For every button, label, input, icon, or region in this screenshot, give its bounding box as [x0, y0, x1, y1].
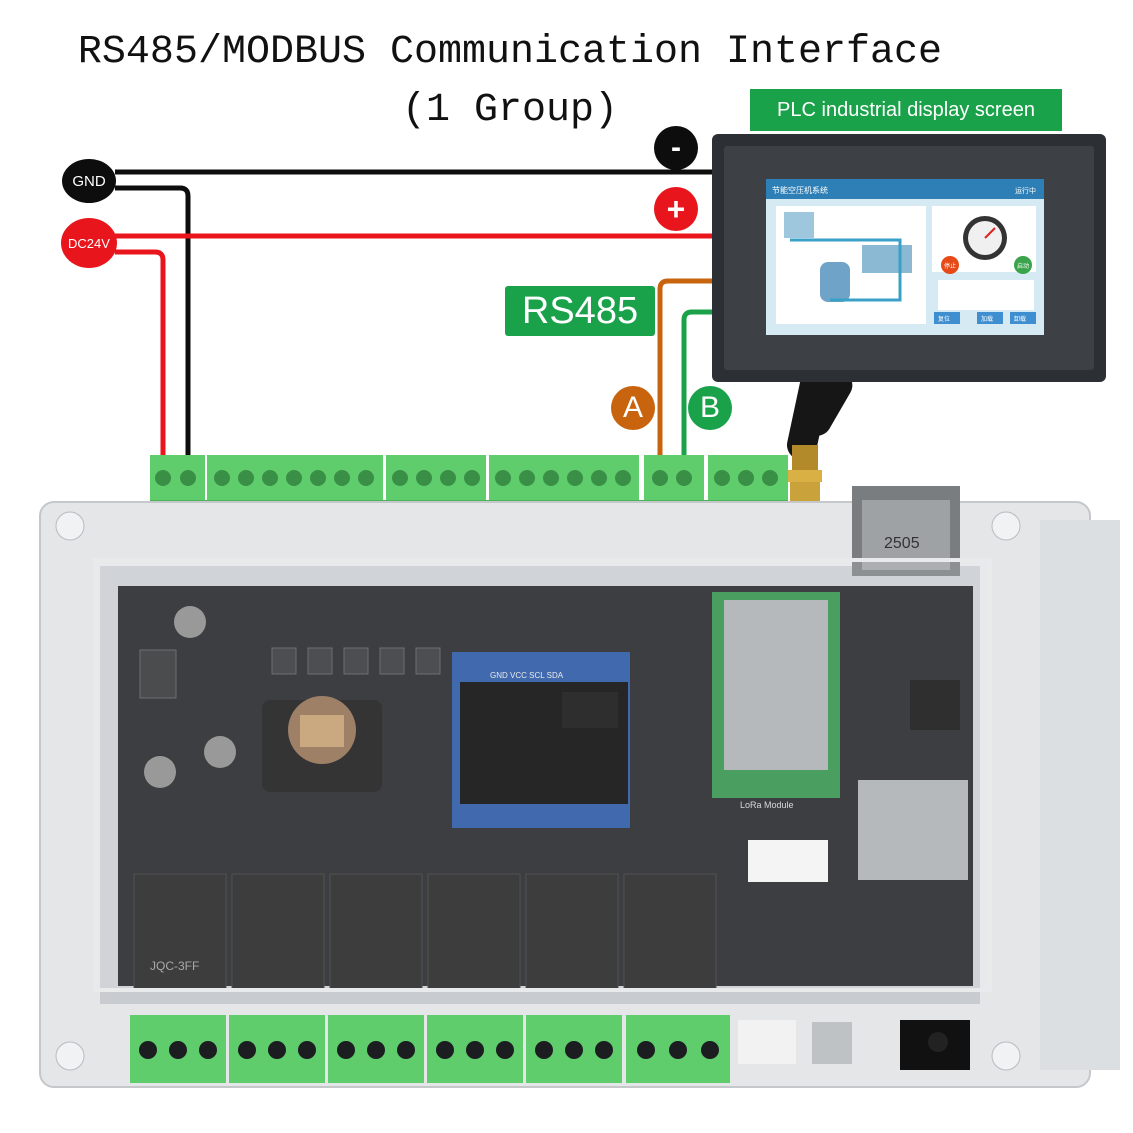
dc24v-label: DC24V: [61, 218, 117, 268]
relay-model-label: JQC-3FF: [150, 959, 199, 973]
b-wire: [681, 309, 712, 465]
screen-header-text: 节能空压机系统: [772, 185, 828, 195]
bottom-terminal-blocks: [130, 1015, 730, 1083]
screen-status-text: 运行中: [1015, 186, 1036, 195]
screen-unload-text: 卸载: [1014, 315, 1026, 323]
screen-start-text: 启动: [1017, 262, 1029, 270]
power-drop-wire: [115, 249, 166, 470]
relay-bank: [133, 873, 717, 991]
a-wire: [657, 278, 712, 465]
oled-pins-label: GND VCC SCL SDA: [490, 671, 564, 680]
screen-stop-text: 停止: [944, 262, 956, 270]
ethernet-label: 2505: [884, 535, 920, 552]
gnd-label: GND: [62, 159, 116, 203]
rs485-b-label: B: [688, 386, 732, 430]
gnd-drop-wire: [115, 185, 191, 470]
minus-label: -: [654, 126, 698, 170]
pcb: GND VCC SCL SDA LoRa Module J: [118, 586, 973, 1070]
module-label: LoRa Module: [740, 800, 794, 810]
clear-cover: [93, 558, 992, 992]
plc-display: 节能空压机系统 运行中 停止 启动 复位 加载 卸载: [712, 134, 1106, 382]
rs485-tag: RS485: [505, 286, 655, 336]
title-line-1: RS485/MODBUS Communication Interface: [77, 30, 943, 75]
screen-reset-text: 复位: [938, 315, 950, 323]
screen-load-text: 加载: [981, 315, 993, 323]
rs485-a-label: A: [611, 386, 655, 430]
plus-label: +: [654, 187, 698, 231]
plc-display-tag: PLC industrial display screen: [750, 89, 1062, 131]
title-line-2: (1 Group): [401, 88, 619, 133]
